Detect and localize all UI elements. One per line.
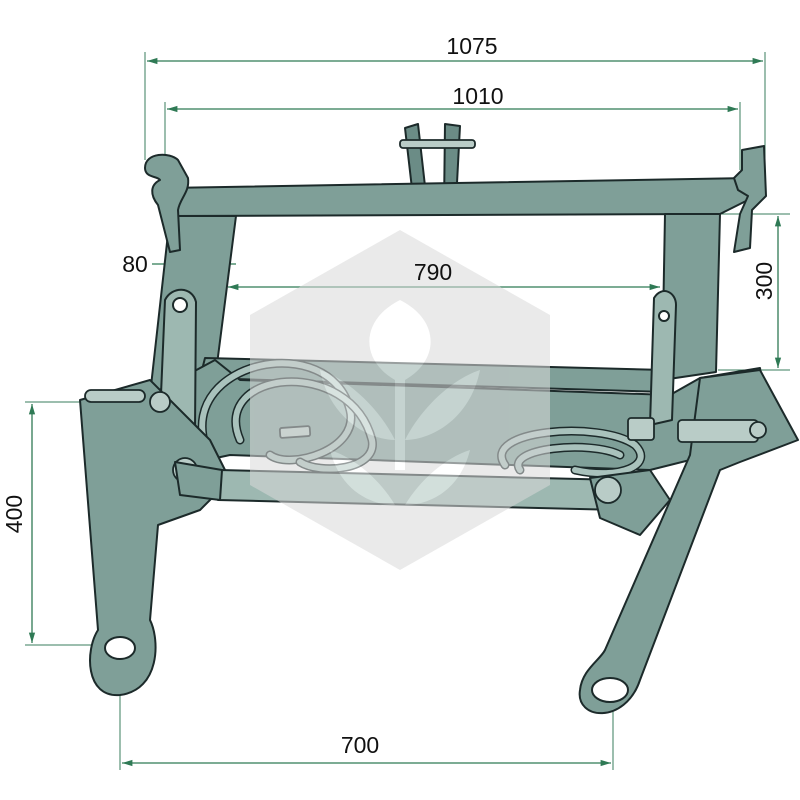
left-arm-nut [149, 391, 171, 413]
hook-left [144, 153, 190, 253]
label-arm-height: 400 [1, 495, 27, 533]
cylinder-clevis-left [174, 461, 223, 501]
right-bracket-hole [658, 310, 670, 322]
label-arm-spacing: 700 [341, 732, 379, 758]
right-arm-eye [591, 677, 629, 703]
left-arm-pin [84, 389, 146, 403]
label-inner-width: 1010 [452, 83, 503, 109]
label-frame-member-width: 80 [122, 251, 148, 277]
left-arm-eye [104, 636, 136, 660]
cylinder-pin-right [594, 476, 622, 504]
label-frame-height: 300 [751, 262, 777, 300]
right-lift-arm [578, 369, 799, 715]
right-arm-body [578, 369, 799, 715]
right-arm-pin-housing [677, 419, 759, 443]
top-cross-beam [164, 177, 757, 217]
hook-right [733, 145, 767, 253]
label-overall-width: 1075 [446, 33, 497, 59]
label-frame-inner-width: 790 [414, 259, 452, 285]
right-upper-bracket [649, 290, 677, 426]
right-fitting [627, 417, 655, 441]
right-arm-pin-head [749, 421, 767, 439]
leaf-hexagon-watermark-icon [250, 230, 550, 570]
dimension-labels: 1075 1010 790 80 300 400 700 [1, 33, 777, 758]
left-arm-body [79, 379, 231, 697]
top-link-pin [399, 139, 476, 149]
left-bracket-hole [172, 297, 188, 313]
